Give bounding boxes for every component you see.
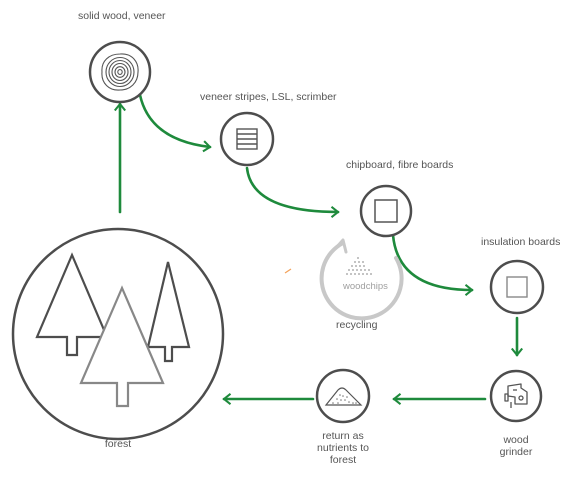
label-recycling: recycling — [336, 319, 378, 331]
tree-rings-icon — [101, 53, 139, 91]
label-return-line3: forest — [329, 454, 357, 466]
label-solid-wood: solid wood, veneer — [78, 10, 166, 22]
label-return-line1: return as — [322, 430, 364, 442]
square-board-icon — [374, 199, 398, 223]
soil-pile-icon — [324, 387, 363, 406]
chips-pile-icon — [346, 257, 372, 275]
arrow-veneer-to-chipboard — [245, 166, 340, 219]
label-forest: forest — [104, 438, 132, 450]
arrow-chipboard-to-insulation — [391, 233, 474, 297]
recycling-loop — [319, 238, 404, 321]
tree-center — [79, 285, 165, 408]
node-insulation — [489, 259, 545, 315]
layered-stripes-icon — [236, 128, 258, 150]
label-grinder-line1: wood — [503, 434, 529, 446]
arrow-solid-wood-to-veneer — [138, 93, 212, 153]
square-board-light-icon — [506, 276, 528, 298]
label-veneer-stripes: veneer stripes, LSL, scrimber — [200, 91, 337, 103]
label-wood-grinder: wood grinder — [500, 434, 533, 458]
label-grinder-line2: grinder — [499, 446, 533, 458]
accent-tick — [284, 268, 292, 274]
label-woodchips: woodchips — [343, 281, 388, 292]
recycling-ring — [319, 241, 404, 321]
node-veneer-stripes — [219, 111, 275, 167]
label-chipboard: chipboard, fibre boards — [346, 159, 454, 171]
flow-arrows — [113, 93, 524, 406]
label-return-line2: nutrients to — [317, 442, 369, 454]
node-grinder — [489, 369, 543, 423]
node-chipboard — [359, 184, 413, 238]
trees-icon — [35, 252, 191, 408]
node-solid-wood — [88, 40, 152, 104]
node-forest — [11, 227, 225, 441]
label-return-nutrients: return as nutrients to forest — [317, 430, 369, 466]
meat-grinder-icon — [504, 383, 528, 408]
node-nutrients — [315, 368, 371, 424]
label-insulation: insulation boards — [481, 236, 561, 248]
recycling-arrowhead — [333, 238, 348, 254]
tree-right — [146, 261, 191, 363]
